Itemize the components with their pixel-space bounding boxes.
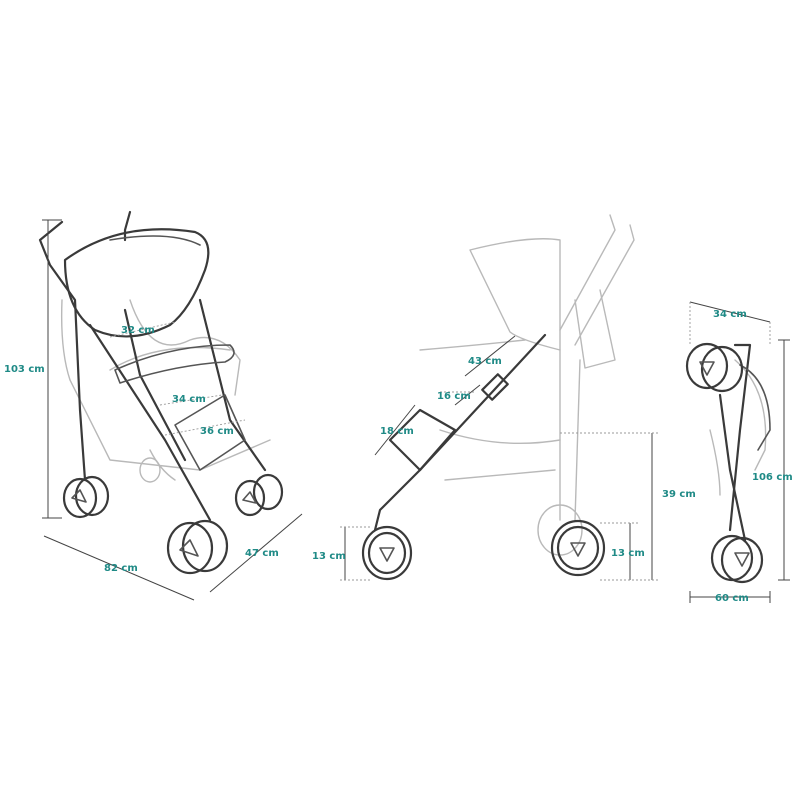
perspective-view: 103 cm 82 cm 47 cm 32 cm 34 cm 36 cm: [4, 210, 303, 601]
rear-left-wheel: [62, 475, 110, 519]
seat-depth-label: 16 cm: [437, 391, 471, 402]
front-left-wheel: [166, 519, 229, 575]
height-label: 103 cm: [4, 364, 45, 375]
folded-top-label: 34 cm: [713, 309, 747, 320]
folded-bottom-wheel: [710, 534, 764, 584]
side-rear-wheel: [550, 519, 606, 577]
seat-width-label: 34 cm: [172, 394, 206, 405]
backrest-label: 43 cm: [468, 356, 502, 367]
folded-top-wheel: [685, 342, 744, 393]
folded-height-label: 106 cm: [752, 472, 793, 483]
canopy: [63, 228, 210, 338]
folded-view: 34 cm 106 cm 60 cm: [685, 301, 793, 604]
front-right-wheel: [234, 473, 284, 517]
folded-depth-label: 60 cm: [715, 593, 749, 604]
bumper-bar: [114, 344, 235, 384]
side-front-wheel: [361, 525, 413, 581]
side-main-rail: [373, 333, 547, 532]
length-label: 82 cm: [104, 563, 138, 574]
left-handle-frame: [38, 220, 87, 482]
front-frame: [88, 323, 212, 522]
rear-wheel-label: 13 cm: [611, 548, 645, 559]
front-wheel-label: 13 cm: [312, 551, 346, 562]
seat-height-label: 39 cm: [662, 489, 696, 500]
leg-rest-label: 18 cm: [380, 426, 414, 437]
canopy-label: 32 cm: [121, 325, 155, 336]
folded-handle: [728, 343, 752, 532]
side-view: 43 cm 16 cm 18 cm 39 cm 13 cm 13 cm: [312, 214, 696, 581]
width-label: 47 cm: [245, 548, 279, 559]
leg-rest: [388, 408, 457, 472]
footrest-label: 36 cm: [200, 426, 234, 437]
rear-right-wheel: [139, 457, 161, 483]
side-canopy: [469, 238, 561, 351]
